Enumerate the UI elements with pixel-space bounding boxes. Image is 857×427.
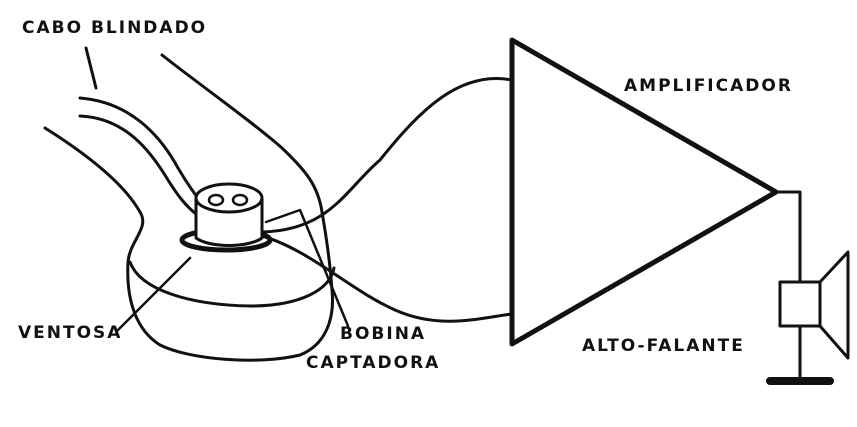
ventosa-leader-line (118, 258, 190, 330)
speaker-cone (820, 252, 848, 358)
output-wire (776, 192, 800, 282)
suction-cup-rim (130, 262, 334, 306)
pickup-hole-left (209, 195, 223, 205)
input-wire-bottom (262, 236, 512, 321)
label-bobina: BOBINA (340, 324, 427, 344)
amplifier-triangle (512, 40, 776, 344)
label-cabo-blindado: CABO BLINDADO (22, 18, 208, 38)
shielded-cable (80, 98, 204, 206)
speaker-magnet (780, 282, 820, 326)
bobina-leader-line (266, 210, 348, 326)
label-ventosa: VENTOSA (18, 323, 123, 343)
pickup-cylinder-top (196, 184, 262, 212)
label-alto-falante: ALTO-FALANTE (582, 336, 745, 356)
label-amplificador: AMPLIFICADOR (624, 76, 793, 96)
cabo-leader-line (86, 48, 96, 88)
pickup-hole-right (233, 195, 247, 205)
input-wire-top (262, 78, 512, 232)
label-captadora: CAPTADORA (306, 353, 441, 373)
receiver-edge (162, 55, 322, 212)
shielded-cable-inner (80, 116, 196, 214)
suction-cup-body (45, 128, 333, 360)
